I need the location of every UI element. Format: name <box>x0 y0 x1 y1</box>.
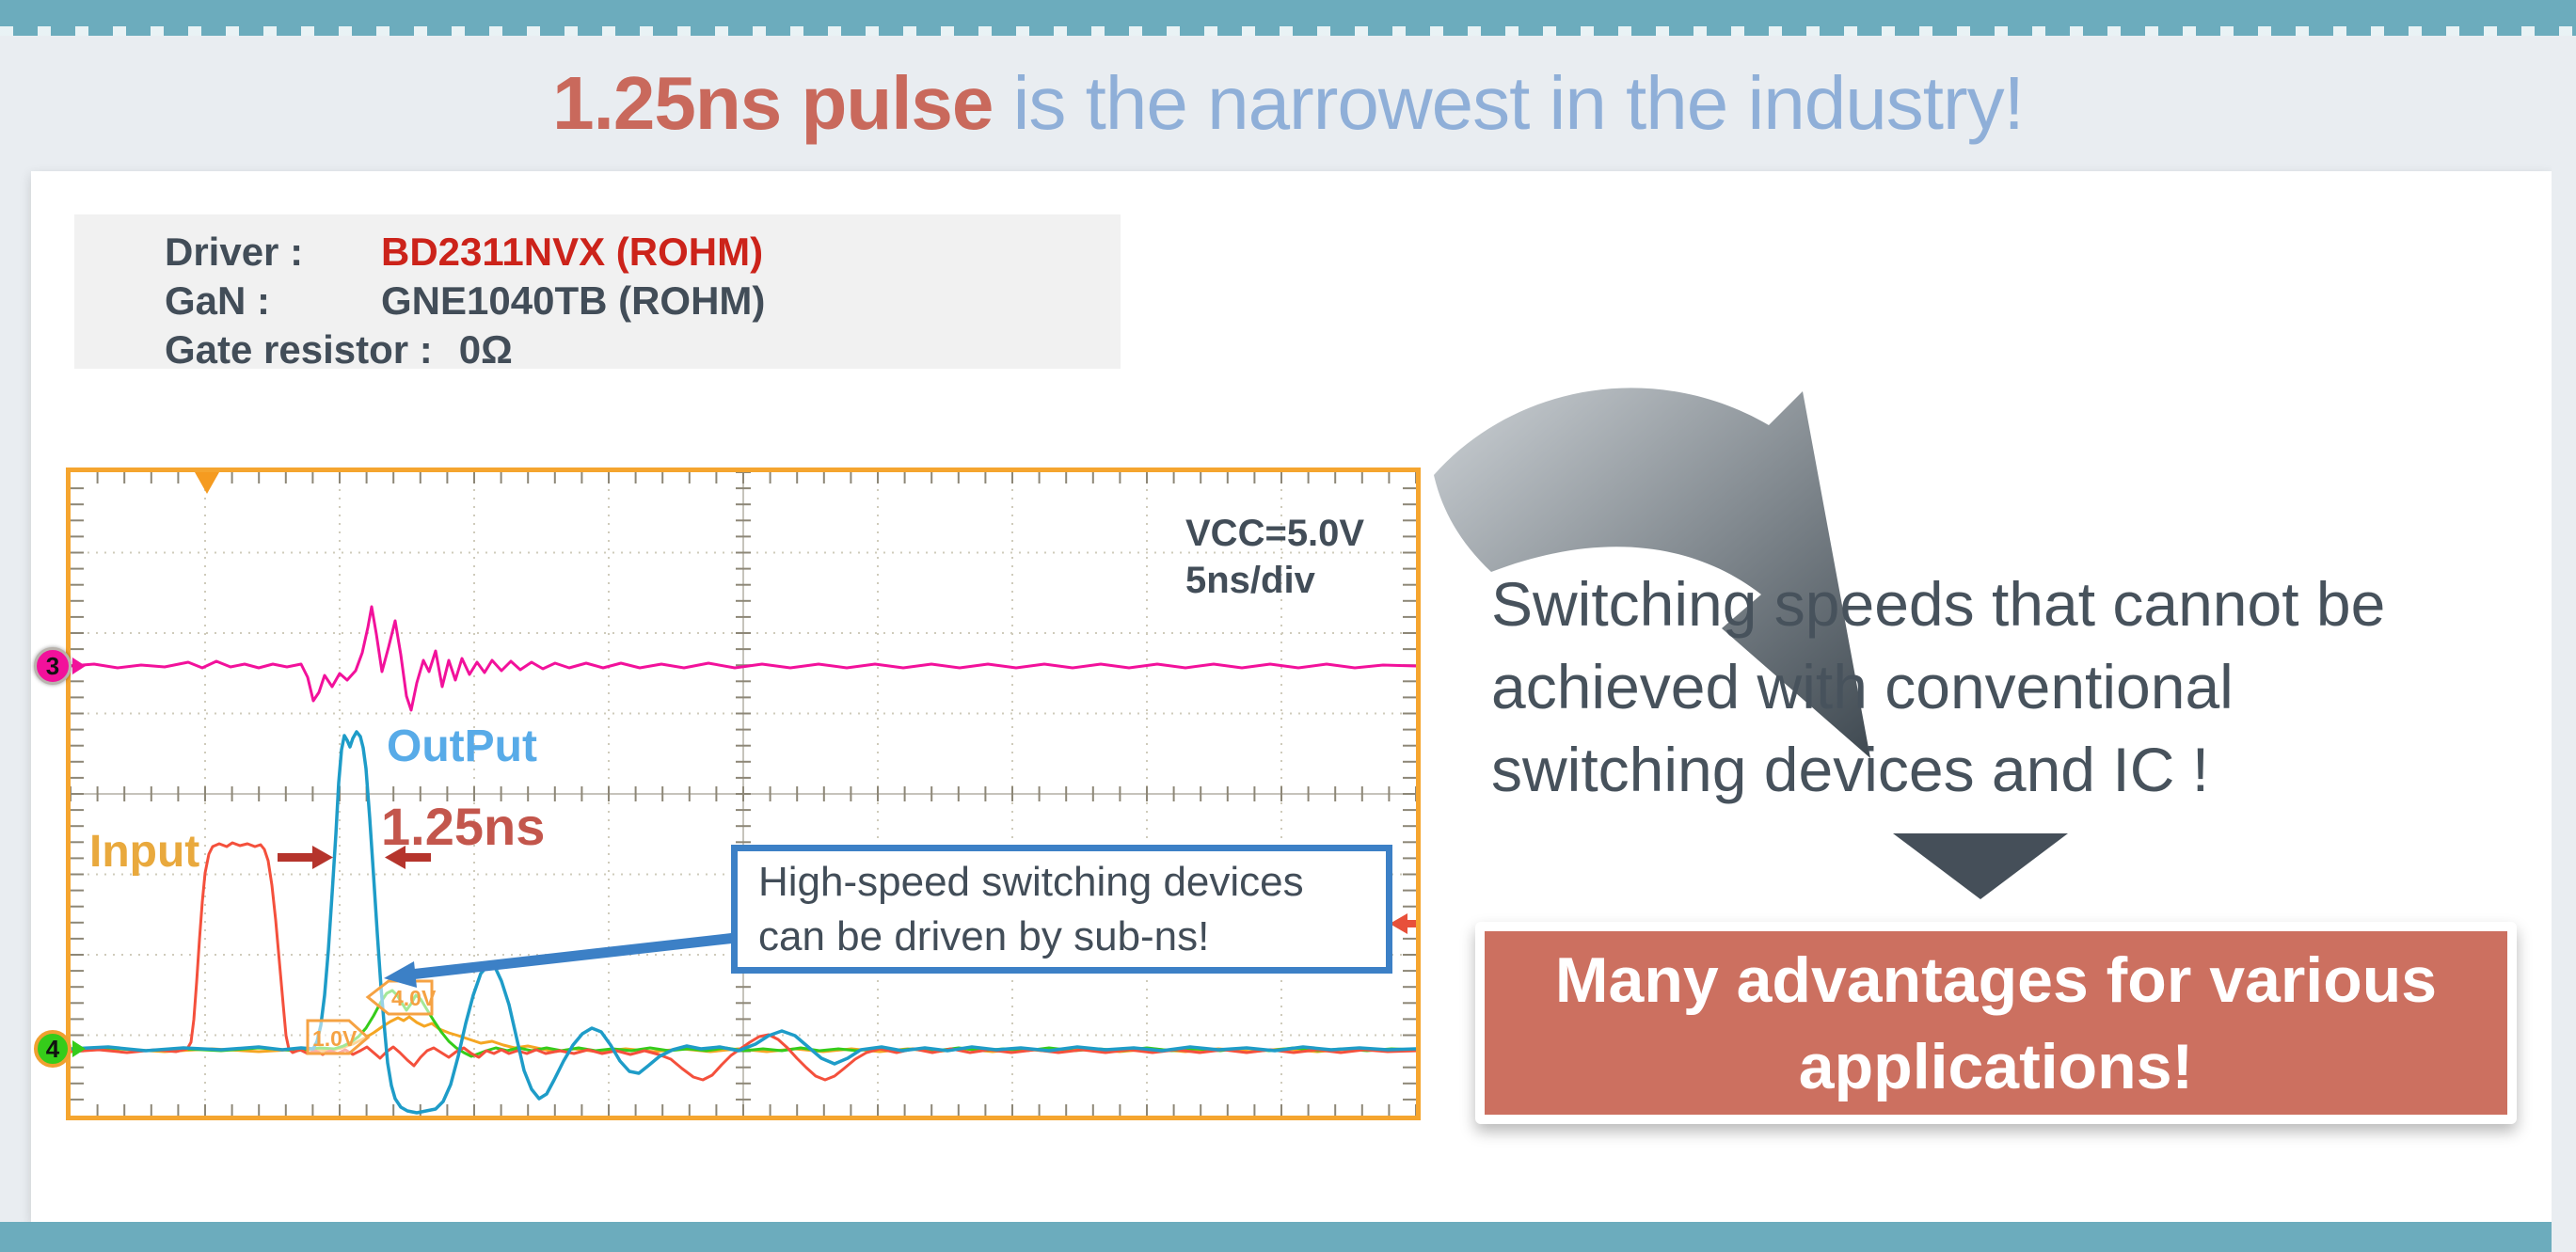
channel-3-arrow-icon <box>72 658 86 674</box>
tag-1v-label: 1.0V <box>312 1026 358 1051</box>
measure-arrow-left-icon <box>385 846 405 869</box>
pulse-width-label: 1.25ns <box>381 797 546 856</box>
output-trace-label: OutPut <box>387 721 537 771</box>
setup-label: Driver : <box>165 230 304 274</box>
tear-line <box>0 26 2576 36</box>
tag-1v-shape <box>306 1019 371 1055</box>
waveform-plot: 1.0V 4.0V <box>71 472 1416 1116</box>
page-title: 1.25ns pulse is the narrowest in the ind… <box>0 36 2576 171</box>
setup-row-gate-resistor: Gate resistor : 0Ω <box>165 325 1121 374</box>
benefit-statement: Switching speeds that cannot be achieved… <box>1491 563 2545 811</box>
callout-box: High-speed switching devices can be driv… <box>731 845 1392 974</box>
trace-input-red <box>71 841 1416 1082</box>
setup-value: GNE1040TB (ROHM) <box>381 278 766 323</box>
setup-row-gan: GaN : GNE1040TB (ROHM) <box>165 277 1121 325</box>
right-margin-strip <box>2552 36 2576 1252</box>
benefit-line-1: Switching speeds that cannot be <box>1491 569 2386 639</box>
setup-row-driver: Driver : BD2311NVX (ROHM) <box>165 228 1121 277</box>
test-setup-box: Driver : BD2311NVX (ROHM) GaN : GNE1040T… <box>74 214 1121 372</box>
tag-4v-label: 4.0V <box>391 986 437 1010</box>
input-trace-label: Input <box>89 827 200 877</box>
setup-value: 0Ω <box>458 327 513 372</box>
callout-line-2: can be driven by sub-ns! <box>758 912 1210 959</box>
setup-label: Gate resistor : <box>165 327 433 372</box>
trigger-position-icon <box>195 472 219 494</box>
conclusion-line-1: Many advantages for various <box>1554 943 2438 1016</box>
trace-output-cyan <box>71 730 1416 1115</box>
bottom-accent-bar <box>0 1222 2552 1252</box>
benefit-line-3: switching devices and IC ! <box>1491 735 2210 804</box>
setup-label: GaN : <box>165 278 271 323</box>
title-rest: is the narrowest in the industry! <box>993 61 2025 145</box>
trigger-level-icon <box>1390 913 1407 934</box>
callout-line-1: High-speed switching devices <box>758 858 1304 905</box>
header-band <box>0 36 2576 171</box>
measure-arrow-right-icon <box>312 846 333 869</box>
title-highlight: 1.25ns pulse <box>552 61 994 145</box>
setup-value: BD2311NVX (ROHM) <box>381 230 764 274</box>
conclusion-banner: Many advantages for various applications… <box>1475 922 2517 1124</box>
benefit-line-2: achieved with conventional <box>1491 652 2234 721</box>
channel-4-arrow-icon <box>72 1040 86 1057</box>
conclusion-line-2: applications! <box>1798 1030 2194 1102</box>
channel-4-marker: 4 <box>34 1030 72 1068</box>
channel-3-marker: 3 <box>34 647 72 685</box>
trace-ch3-monitor-magenta <box>71 605 1416 712</box>
left-margin-strip <box>0 36 31 1222</box>
